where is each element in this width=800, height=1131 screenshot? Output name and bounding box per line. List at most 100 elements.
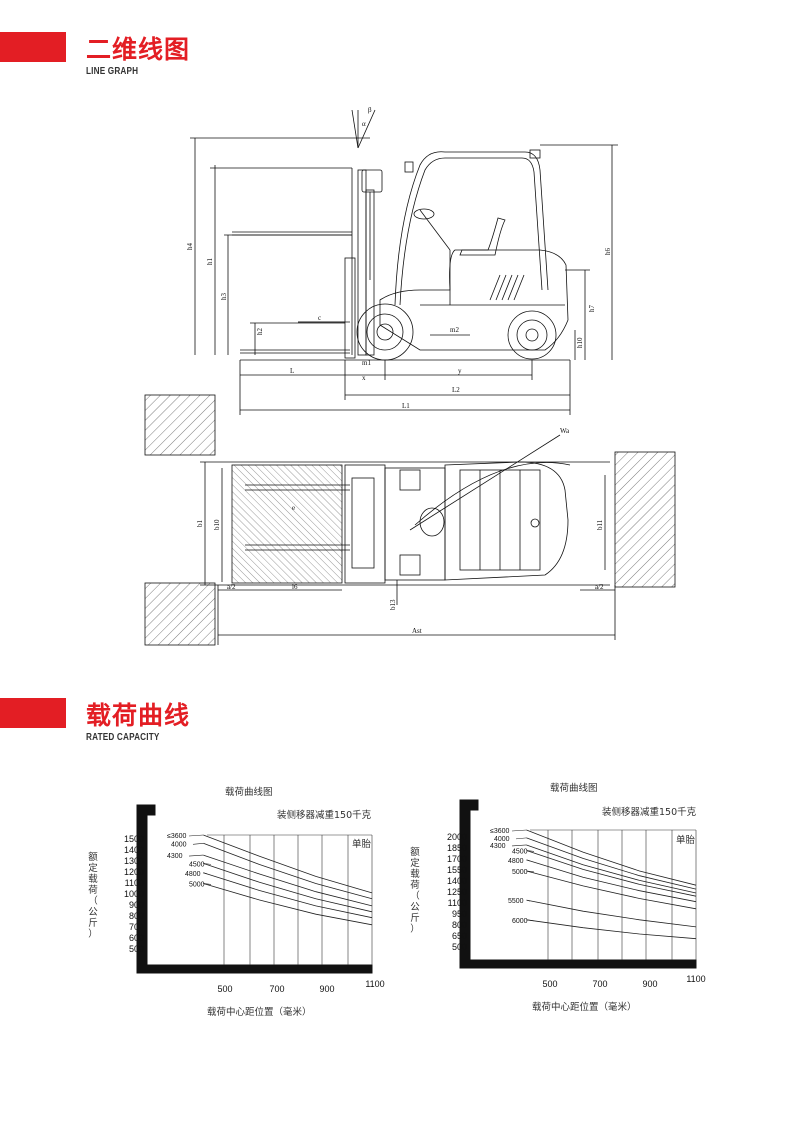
chart-left-ytick-7: 800 xyxy=(129,911,144,921)
section-band-rated-capacity xyxy=(0,698,66,728)
chart-right-series-1 xyxy=(526,837,697,890)
chart-right-leader-2 xyxy=(511,844,527,847)
label-L: L xyxy=(290,367,294,375)
chart-right-series-label-5: 5000 xyxy=(512,869,528,876)
label-h6: h6 xyxy=(604,248,612,256)
chart-left-leader-2 xyxy=(188,854,204,857)
chart-right-leader-5 xyxy=(526,870,535,873)
chart-right-xtick-2: 900 xyxy=(642,979,657,989)
chart-right-leader-6 xyxy=(526,899,531,902)
chart-right-series-label-1: 4000 xyxy=(494,836,510,843)
label-beta: β xyxy=(368,106,372,114)
chart-left-ytick-0: 1500 xyxy=(124,834,144,844)
label-b1: b1 xyxy=(196,520,204,528)
chart-left-series-2 xyxy=(203,854,373,907)
chart-right-ylabel-char-4: （ xyxy=(410,890,420,902)
section-band-line-graph xyxy=(0,32,66,62)
chart-left-xtick-3: 1100 xyxy=(365,979,384,989)
chart-right-frame xyxy=(459,799,697,969)
chart-right-ylabel-char-7: ） xyxy=(410,923,420,935)
chart-right-xtick-0: 500 xyxy=(542,979,557,989)
chart-right-xtick-1: 700 xyxy=(592,979,607,989)
chart-right-ytick-9: 650 xyxy=(452,931,467,941)
chart-right-xtick-3: 1100 xyxy=(686,974,705,984)
label-h2: h2 xyxy=(256,328,264,336)
label-a2-left: a/2 xyxy=(227,583,236,591)
chart-left-ylabel-char-4: （ xyxy=(88,895,98,907)
label-Wa: Wa xyxy=(560,427,570,435)
section-subtitle-rated-capacity: RATED CAPACITY xyxy=(86,732,160,743)
chart-left-ytick-9: 600 xyxy=(129,933,144,943)
chart-right-series-label-0: ≤3600 xyxy=(490,828,510,835)
chart-right-ytick-10: 500 xyxy=(452,942,467,952)
chart-left-series-label-0: ≤3600 xyxy=(167,833,187,840)
chart-right-ytick-8: 800 xyxy=(452,920,467,930)
chart-right-leader-0 xyxy=(511,829,527,832)
chart-right-series-label-7: 6000 xyxy=(512,918,528,925)
chart-left-xtick-2: 900 xyxy=(319,984,334,994)
label-h4: h4 xyxy=(186,243,194,251)
chart-right-note: 装侧移器减重150千克 xyxy=(602,806,697,818)
chart-left-ylabel-char-7: ） xyxy=(88,928,98,940)
label-b11: b11 xyxy=(596,519,604,530)
chart-right-ylabel-char-3: 荷 xyxy=(410,880,420,891)
label-h1: h1 xyxy=(206,258,214,266)
chart-left-leader-3 xyxy=(203,863,212,865)
chart-left-ytick-1: 1400 xyxy=(124,845,144,855)
label-h3: h3 xyxy=(220,293,228,301)
chart-left-ylabel-char-2: 载 xyxy=(88,873,98,885)
chart-left-series-5 xyxy=(203,883,373,926)
chart-right-series-label-4: 4800 xyxy=(508,858,524,865)
chart-left-series-label-1: 4000 xyxy=(171,841,187,848)
chart-right-series-label-3: 4500 xyxy=(512,848,528,855)
label-m2: m2 xyxy=(450,326,459,334)
label-L1: L1 xyxy=(402,402,410,410)
chart-left-series-label-2: 4300 xyxy=(167,853,183,860)
chart-left-series-label-4: 4800 xyxy=(185,871,201,878)
chart-left-frame xyxy=(136,804,373,974)
label-L2: L2 xyxy=(452,386,460,394)
chart-right-leader-7 xyxy=(526,919,535,922)
chart-right-series-label-6: 5500 xyxy=(508,898,524,905)
chart-left-xtick-0: 500 xyxy=(217,984,232,994)
forklift-drawing: β α h4 h1 h3 h2 c m1 m2 h7 h10 h6 L x y … xyxy=(144,106,676,646)
chart-left-ytick-5: 1000 xyxy=(124,889,144,899)
label-e: e xyxy=(292,504,295,512)
chart-right-series-0 xyxy=(526,829,697,886)
chart-right-ytick-0: 2000 xyxy=(447,832,467,842)
chart-left-ylabel-char-3: 荷 xyxy=(88,885,98,896)
chart-right-series-7 xyxy=(526,919,697,940)
chart-right-ytick-2: 1700 xyxy=(447,854,467,864)
chart-left-ytick-6: 900 xyxy=(129,900,144,910)
label-b13: b13 xyxy=(389,599,397,610)
chart-left-xtick-1: 700 xyxy=(269,984,284,994)
chart-right-ytick-4: 1400 xyxy=(447,876,467,886)
chart-right-ylabel-char-1: 定 xyxy=(410,857,420,869)
chart-right-ytick-5: 1250 xyxy=(447,887,467,897)
chart-left-ylabel-char-1: 定 xyxy=(88,862,98,874)
chart-right-leader-1 xyxy=(515,837,527,840)
chart-right-title: 载荷曲线图 xyxy=(550,782,598,794)
chart-left-ylabel-char-0: 额 xyxy=(88,851,98,863)
chart-left-ytick-3: 1200 xyxy=(124,867,144,877)
chart-right-series-label-2: 4300 xyxy=(490,843,506,850)
label-c: c xyxy=(318,314,321,322)
section-title-rated-capacity: 载荷曲线 xyxy=(86,701,191,730)
chart-right-series-5 xyxy=(526,870,697,910)
label-y: y xyxy=(458,367,462,375)
chart-left-leader-5 xyxy=(203,883,212,885)
chart-left-ytick-8: 700 xyxy=(129,922,144,932)
chart-left-series-1 xyxy=(203,842,373,900)
chart-left-ytick-2: 1300 xyxy=(124,856,144,866)
label-x: x xyxy=(362,374,366,382)
chart-left-series-4 xyxy=(203,872,373,919)
chart-right-ytick-3: 1550 xyxy=(447,865,467,875)
chart-left-series-0 xyxy=(203,834,373,894)
chart-right-series-4 xyxy=(526,859,697,903)
label-h7: h7 xyxy=(588,305,596,313)
chart-left-ytick-4: 1100 xyxy=(125,878,144,888)
chart-left-ylabel-char-5: 公 xyxy=(88,907,98,918)
chart-left-note: 装侧移器减重150千克 xyxy=(277,809,372,821)
